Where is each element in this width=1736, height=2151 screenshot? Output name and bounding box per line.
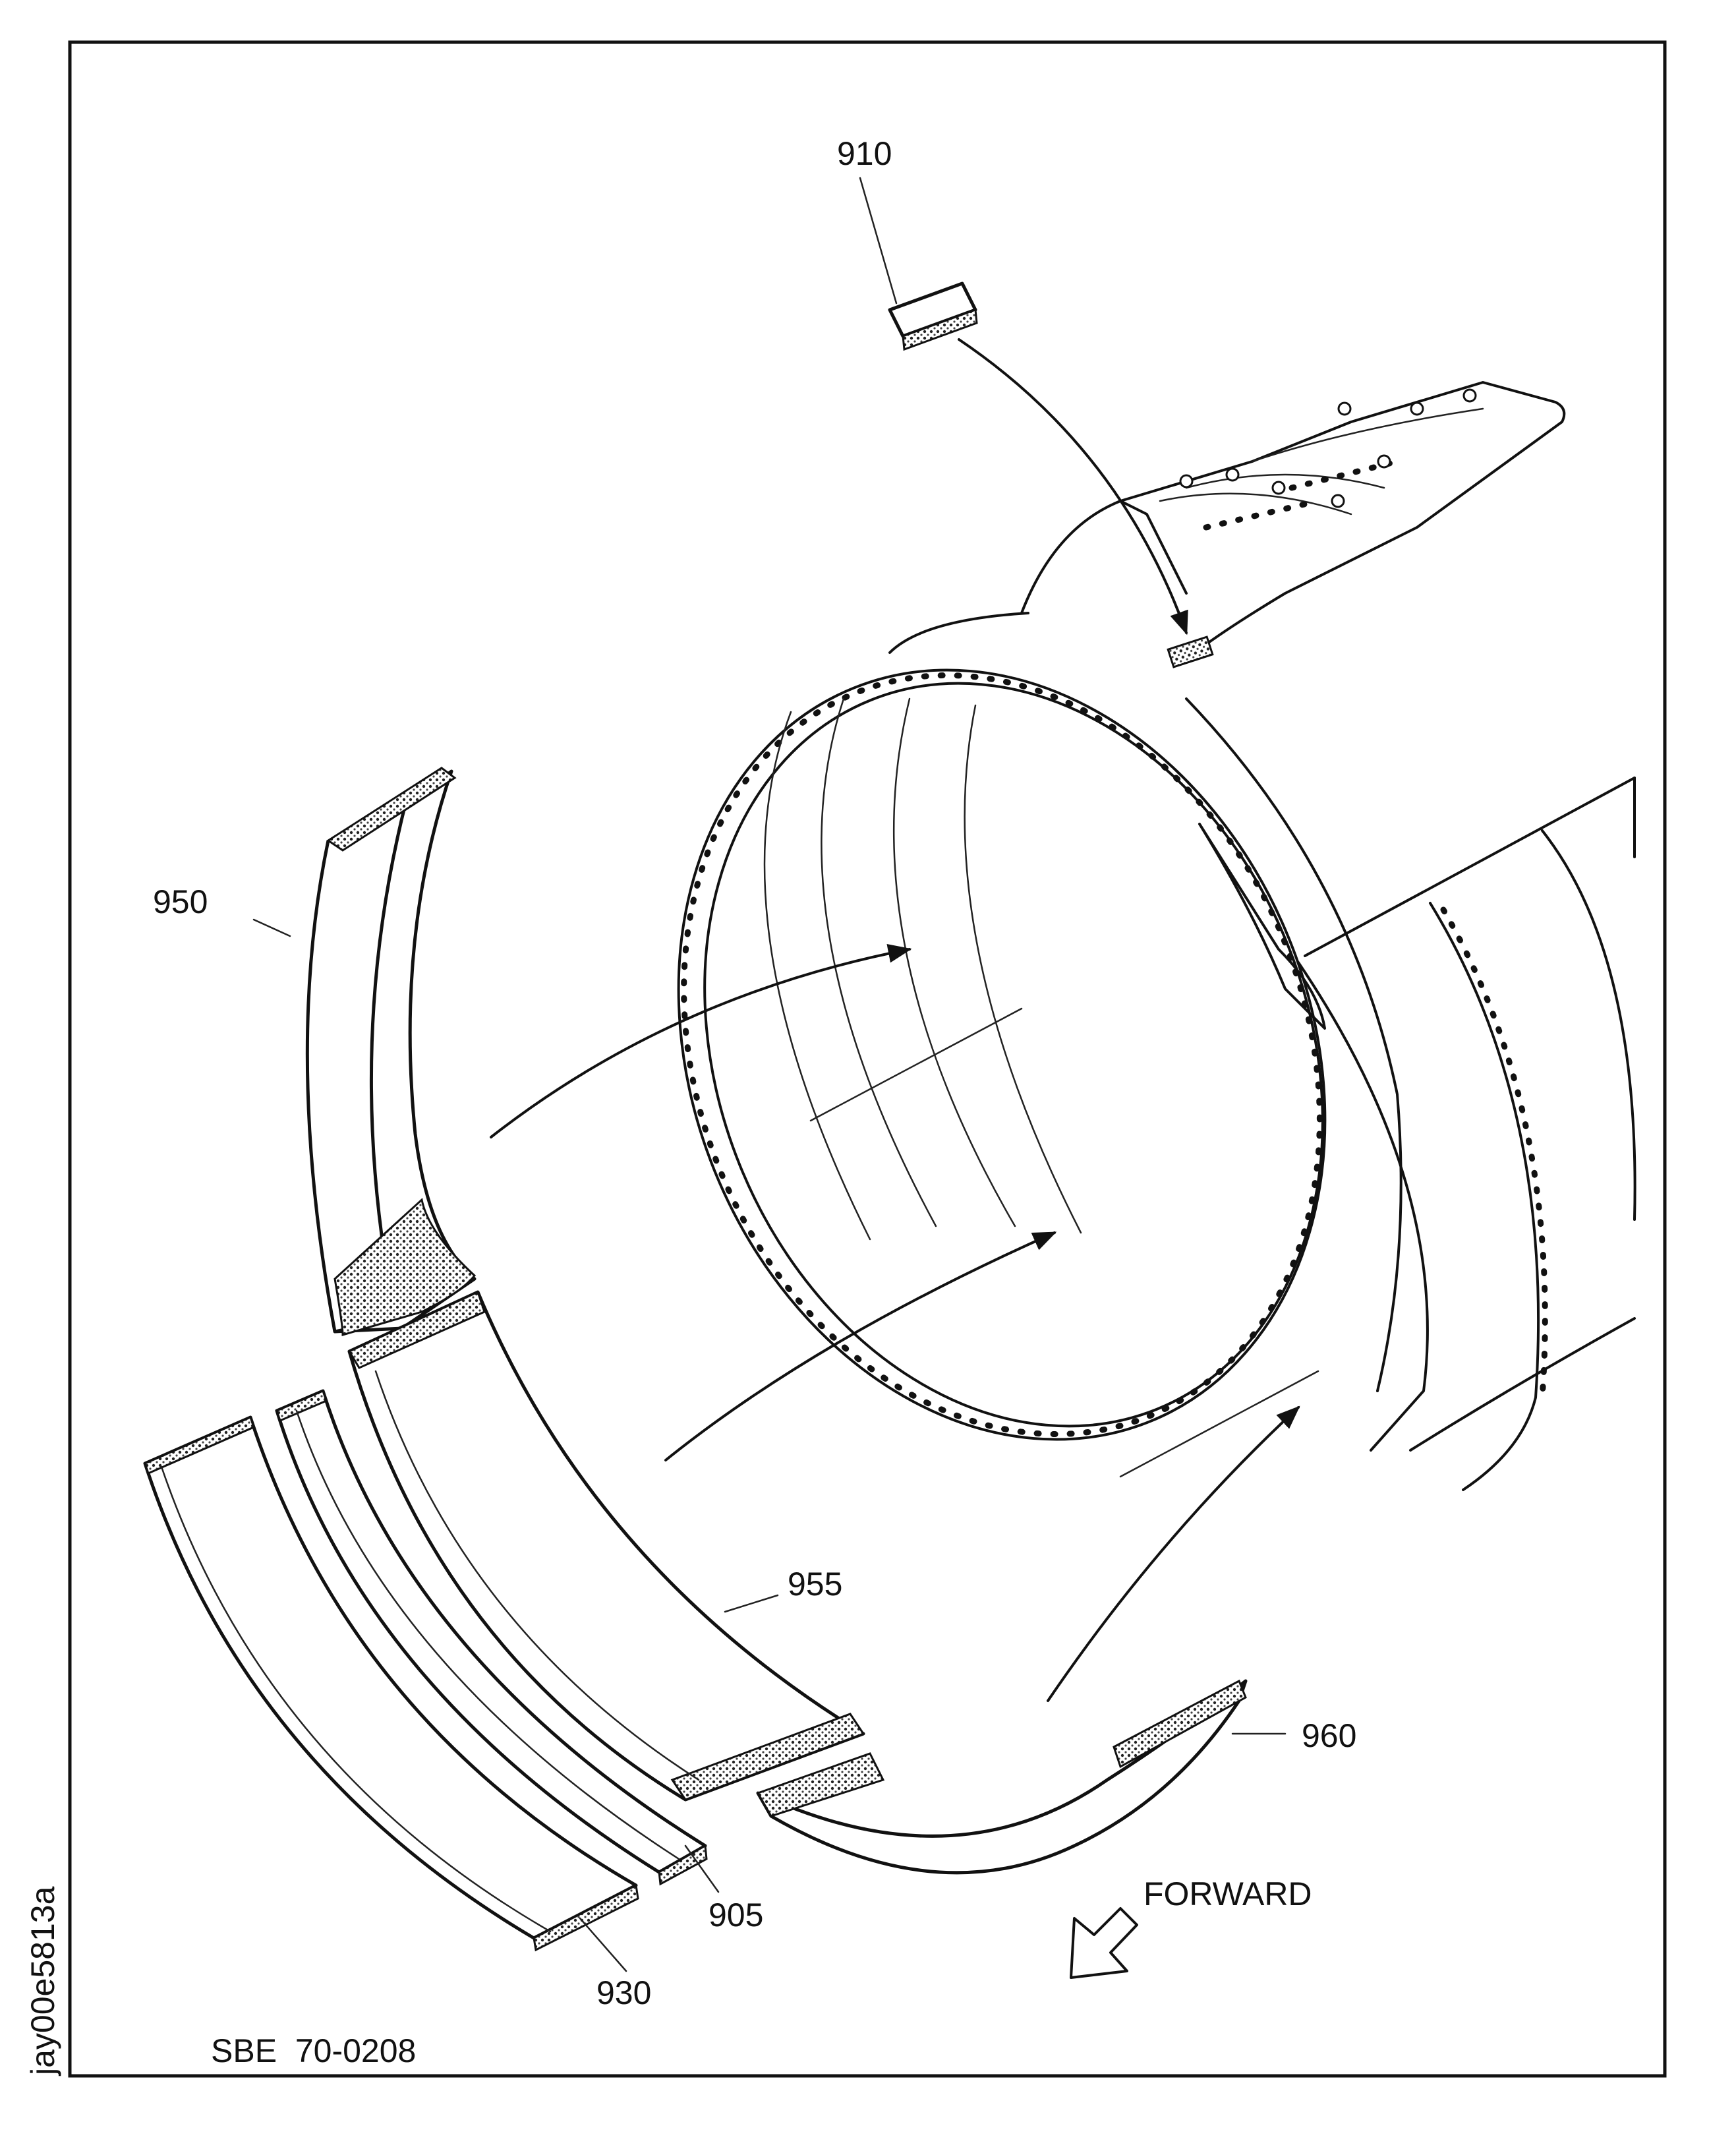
panel-960 (756, 1679, 1248, 1875)
label-950: 950 (153, 883, 208, 920)
label-955: 955 (788, 1566, 842, 1603)
install-arrows (490, 338, 1300, 1702)
panel-905 (275, 1389, 708, 1886)
label-905: 905 (709, 1897, 763, 1933)
label-960: 960 (1302, 1717, 1356, 1754)
leader-lines (252, 177, 1287, 1972)
panel-950 (305, 767, 477, 1336)
hollow-arrow-down-left-icon (1070, 1907, 1138, 1979)
duct-assembly (677, 381, 1636, 1491)
panel-930 (143, 1415, 639, 1952)
label-930: 930 (596, 1974, 651, 2011)
label-910: 910 (837, 135, 892, 172)
drawing-frame (68, 40, 1667, 2078)
label-forward: FORWARD (1143, 1875, 1312, 1912)
figure-id: jay00e5813a (24, 1886, 61, 2077)
bolt-bosses (1179, 388, 1477, 508)
part-910-block (888, 281, 978, 351)
sheet-reference: SBE 70-0208 (211, 2032, 416, 2069)
panel-955 (347, 1290, 865, 1802)
